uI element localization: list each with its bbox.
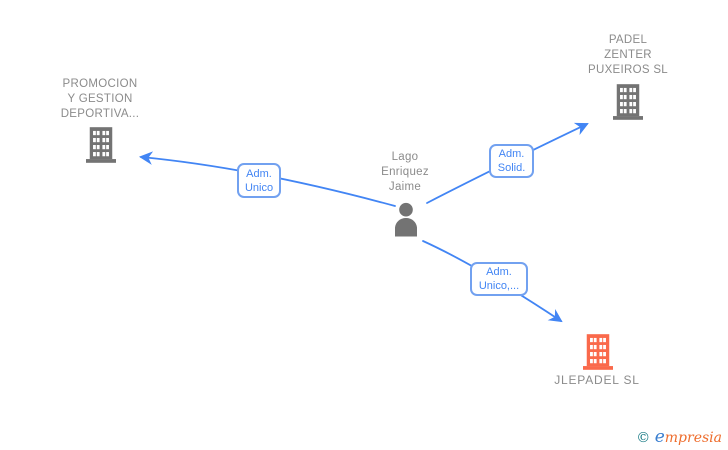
copyright-symbol: © (636, 430, 651, 446)
company-label-line: PADEL (608, 34, 648, 46)
company-label-line: PROMOCION (62, 78, 138, 90)
company-label-line: DEPORTIVA... (60, 108, 140, 120)
edge-label-line: Adm. (246, 167, 272, 180)
brand-rest: mpresia (664, 430, 722, 446)
company-label-line: PUXEIROS SL (588, 64, 668, 76)
edge-label-adm-solid[interactable]: Adm. Solid. (489, 144, 534, 178)
edge-label-line: Adm. (498, 148, 525, 160)
building-icon[interactable] (613, 84, 643, 120)
company-label-line: ZENTER (604, 49, 652, 61)
person-label-line: Enriquez (381, 166, 429, 178)
company-label-jlepadel[interactable]: JLEPADEL SL (527, 373, 667, 388)
company-label-line: JLEPADEL SL (554, 373, 640, 387)
building-icon[interactable] (86, 127, 116, 163)
building-icon[interactable] (583, 334, 613, 370)
person-label-lago-enriquez-jaime[interactable]: Lago Enriquez Jaime (335, 150, 475, 195)
edge-label-line: Solid. (497, 162, 526, 174)
edge-label-adm-unico-2[interactable]: Adm. Unico,... (470, 262, 528, 296)
edge-label-adm-unico[interactable]: Adm. Unico (237, 163, 281, 198)
empresia-logo[interactable]: © empresia (636, 427, 722, 447)
edge-label-line: Unico (244, 181, 274, 194)
company-label-padel-zenter[interactable]: PADEL ZENTER PUXEIROS SL (558, 33, 698, 78)
person-icon[interactable] (391, 202, 421, 237)
company-label-promocion[interactable]: PROMOCION Y GESTION DEPORTIVA... (30, 77, 170, 122)
edge-label-line: Unico,... (478, 280, 520, 292)
person-label-line: Jaime (388, 181, 422, 193)
brand-initial: e (654, 427, 665, 447)
person-label-line: Lago (391, 151, 419, 163)
edge-label-line: Adm. (486, 266, 512, 278)
company-label-line: Y GESTION (67, 93, 133, 105)
